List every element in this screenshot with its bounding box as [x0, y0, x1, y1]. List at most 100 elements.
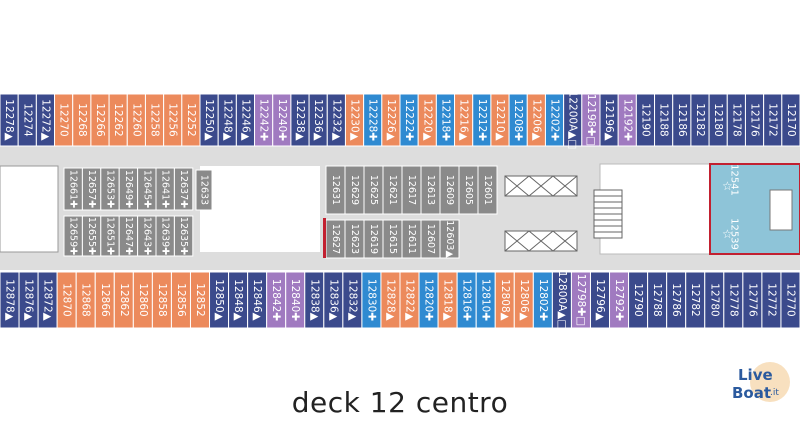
cabin: 12180 [708, 93, 728, 147]
cabin-label: 12798✚□ [575, 274, 587, 326]
cabin: 12818▲ [437, 271, 458, 329]
cabin: 12802✚ [532, 271, 553, 329]
cabin-label: 12206▲ [530, 99, 542, 141]
cabin: 12272▲ [35, 93, 56, 147]
cabin-label: 12772 [765, 283, 777, 316]
cabin-label: 12822▲ [404, 279, 416, 321]
inner-cabin: 12601 [477, 165, 498, 215]
inner-cabin: 12659✚ [63, 215, 83, 257]
cabin-label: 12220▲ [421, 99, 433, 141]
cabin-label: 12240✚ [276, 99, 288, 141]
inner-cabin-label: 12601 [482, 175, 493, 205]
inner-cabin: 12605 [458, 165, 479, 215]
cabin-label: 12182 [694, 103, 706, 136]
cabin-label: 12250▲ [203, 99, 215, 141]
suite-label: 12539 [729, 218, 740, 250]
cabin: 12192✚ [617, 93, 637, 147]
cabin: 12206▲ [526, 93, 546, 147]
cabin-label: 12246▲ [239, 99, 251, 141]
cabin: 12198✚□ [581, 93, 601, 147]
cabin: 12266 [90, 93, 110, 147]
cabin-label: 12808▲ [499, 279, 511, 321]
cabin: 12216▲ [454, 93, 474, 147]
inner-cabin: 12633 [195, 169, 213, 211]
cabin: 12816✚ [456, 271, 477, 329]
cabin-label: 12186 [676, 103, 688, 137]
inner-cabin-label: 12655✚ [86, 217, 97, 255]
cabin-label: 12868 [80, 283, 92, 316]
inner-cabin-label: 12623 [349, 224, 360, 254]
inner-cabin: 12627 [325, 219, 346, 259]
cabin-label: 12238▲ [294, 99, 306, 141]
cabin: 12226▲ [381, 93, 401, 147]
cabin: 12172 [763, 93, 783, 147]
cabin: 12780 [704, 271, 725, 329]
cabin: 12230▲ [344, 93, 365, 147]
inner-cabin-label: 12645✚ [141, 170, 152, 208]
cabin-label: 12270 [58, 103, 70, 136]
cabin-label: 12818▲ [442, 279, 454, 321]
cabin: 12798✚□ [570, 271, 591, 329]
inner-cabin-label: 12611 [406, 224, 417, 254]
inner-cabin: 12625 [363, 165, 384, 215]
cabin-label: 12210▲ [494, 99, 506, 141]
cabin: 12868 [75, 271, 96, 329]
inner-cabins: 12661✚12657✚12653✚12649✚12645✚12641✚1263… [63, 165, 498, 259]
cabin: 12858 [151, 271, 172, 329]
cabin-label: 12786 [670, 283, 682, 317]
cabin: 12170 [781, 93, 800, 147]
cabin: 12208✚ [508, 93, 528, 147]
cabin-label: 12188 [658, 103, 670, 136]
cabin-label: 12778 [727, 283, 739, 316]
cabin: 12856 [170, 271, 191, 329]
cabin-label: 12248▲ [221, 99, 233, 141]
cabin-label: 12192✚ [621, 99, 633, 141]
cabin-label: 12788 [651, 283, 663, 316]
inner-cabin-label: 12639✚ [160, 217, 171, 255]
inner-cabin: 12617 [401, 165, 422, 215]
inner-cabin-label: 12635✚ [178, 217, 189, 255]
inner-cabin: 12613 [420, 165, 441, 215]
cabin-label: 12262 [112, 103, 124, 136]
inner-cabin: 12635✚ [173, 215, 194, 257]
suite-label: 12541 [729, 164, 740, 196]
elevator-shaft-bottom [504, 230, 578, 252]
cabin-label: 12196▲ [603, 99, 615, 141]
cabin-label: 12236▲ [312, 99, 324, 141]
cabin: 12782 [685, 271, 706, 329]
cabin-label: 12810✚ [480, 279, 492, 321]
cabin: 12186 [672, 93, 692, 147]
cabin-label: 12200A▲□ [567, 91, 579, 150]
cabin: 12878▲ [0, 271, 20, 329]
inner-cabin: 12611 [401, 219, 422, 259]
cabin: 12228✚ [363, 93, 383, 147]
cabin: 12830✚ [361, 271, 382, 329]
cabin-label: 12796▲ [594, 279, 606, 321]
cabin: 12788 [647, 271, 668, 329]
cabin: 12256 [163, 93, 183, 147]
inner-cabin-label: 12633 [199, 175, 210, 205]
staircase [593, 189, 623, 239]
cabin-label: 12862 [118, 283, 130, 316]
elevator-shaft-top [504, 175, 578, 197]
cabin: 12786 [666, 271, 687, 329]
inner-cabin: 12603▲ [439, 219, 460, 259]
cabin: 12860 [132, 271, 153, 329]
cabin-label: 12180 [712, 103, 724, 136]
cabin-label: 12226▲ [385, 99, 397, 141]
inner-cabin-label: 12609 [444, 175, 455, 205]
cabin-label: 12274 [21, 103, 33, 137]
cabin-label: 12268 [76, 103, 88, 136]
cabin: 12836▲ [323, 271, 344, 329]
cabin-label: 12846▲ [251, 279, 263, 321]
cabin-label: 12848▲ [232, 279, 244, 321]
inner-cabin: 12631 [325, 165, 346, 215]
inner-cabin: 12651✚ [100, 215, 120, 257]
cabin: 12218✚ [435, 93, 456, 147]
cabin-label: 12222✚ [403, 99, 415, 141]
cabin-label: 12840✚ [289, 279, 301, 321]
cabin-label: 12876▲ [23, 279, 35, 321]
cabin-label: 12852 [194, 283, 206, 316]
inner-cabin: 12621 [382, 165, 403, 215]
